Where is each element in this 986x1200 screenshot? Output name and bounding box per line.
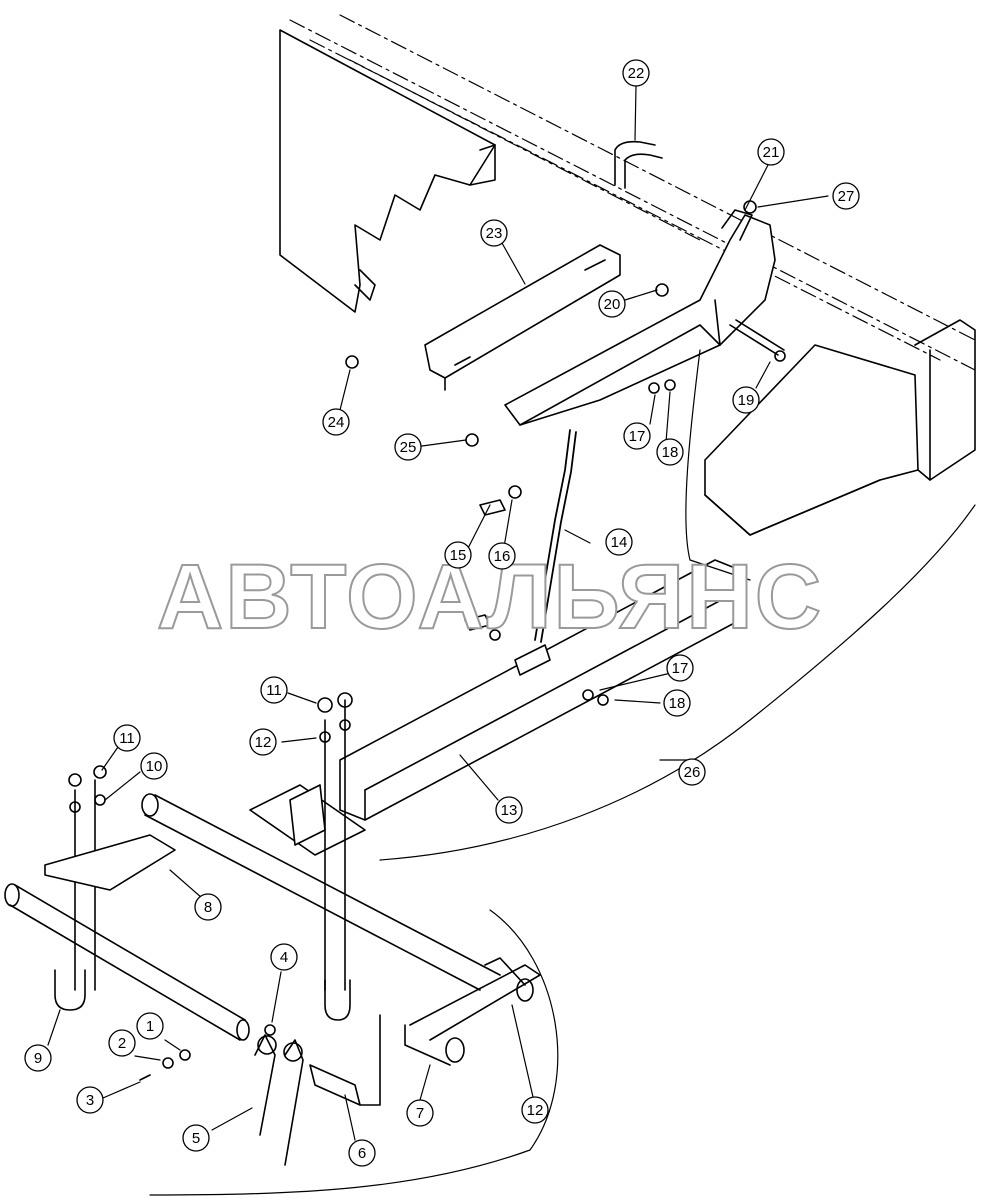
callout-13: 13 <box>495 796 523 824</box>
callout-18b: 18 <box>663 689 691 717</box>
callout-label: 5 <box>192 1130 200 1147</box>
callout-label: 17 <box>672 660 689 677</box>
callout-label: 11 <box>266 682 282 699</box>
swing-arm-13 <box>339 559 741 821</box>
u-bolts-9 <box>54 969 351 1021</box>
callout-label: 25 <box>400 439 417 456</box>
callout-label: 17 <box>629 428 646 445</box>
callout-11b: 11 <box>260 676 288 704</box>
callout-label: 9 <box>34 1050 42 1067</box>
callout-label: 18 <box>669 695 686 712</box>
callout-label: 26 <box>684 764 701 781</box>
callout-label: 19 <box>738 392 755 409</box>
callout-label: 22 <box>628 65 645 82</box>
callout-24: 24 <box>322 408 350 436</box>
callout-23: 23 <box>480 219 508 247</box>
callout-label: 1 <box>146 1018 154 1035</box>
callout-25: 25 <box>394 433 422 461</box>
callout-label: 20 <box>604 296 621 313</box>
outline-curves <box>149 349 976 1196</box>
callout-5: 5 <box>182 1124 210 1152</box>
callout-8: 8 <box>194 893 222 921</box>
bushing-6 <box>309 1014 381 1106</box>
callout-26: 26 <box>678 758 706 786</box>
watermark: АВТОАЛЬЯНС <box>157 546 823 648</box>
callout-27: 27 <box>832 182 860 210</box>
callout-label: 6 <box>358 1145 366 1162</box>
callout-label: 10 <box>146 758 163 775</box>
callout-9: 9 <box>24 1044 52 1072</box>
frame-rails <box>289 14 976 371</box>
callout-17b: 17 <box>666 654 694 682</box>
callout-label: 14 <box>611 534 628 551</box>
callout-11a: 11 <box>113 724 141 752</box>
callout-label: 4 <box>280 949 288 966</box>
callout-label: 13 <box>501 802 518 819</box>
callout-label: 11 <box>119 730 135 747</box>
callout-label: 16 <box>494 548 511 565</box>
callout-18a: 18 <box>656 438 684 466</box>
callout-3: 3 <box>76 1086 104 1114</box>
callout-1: 1 <box>136 1012 164 1040</box>
callout-14: 14 <box>605 528 633 556</box>
callout-label: 23 <box>486 225 503 242</box>
callout-label: 12 <box>527 1102 544 1119</box>
callout-label: 24 <box>328 414 345 431</box>
front-tube <box>4 883 250 1041</box>
callout-15: 15 <box>444 541 472 569</box>
callout-label: 12 <box>255 734 272 751</box>
pivot-7 <box>404 957 541 1066</box>
lower-step-plate <box>704 319 976 536</box>
callout-label: 3 <box>86 1092 94 1109</box>
callout-4: 4 <box>270 943 298 971</box>
springs-5 <box>254 1034 304 1166</box>
callout-19: 19 <box>732 386 760 414</box>
callout-label: 27 <box>838 188 855 205</box>
callout-16: 16 <box>488 542 516 570</box>
callout-label: 7 <box>416 1105 424 1122</box>
callout-10: 10 <box>140 752 168 780</box>
callout-20: 20 <box>598 290 626 318</box>
callout-label: 2 <box>118 1035 126 1052</box>
callout-21: 21 <box>757 138 785 166</box>
callout-17a: 17 <box>623 422 651 450</box>
callout-12b: 12 <box>521 1096 549 1124</box>
callout-label: 15 <box>450 547 467 564</box>
chain-14 <box>534 429 577 643</box>
bracket-23 <box>424 244 621 391</box>
upper-step-plate <box>279 29 496 313</box>
callout-12a: 12 <box>249 728 277 756</box>
callout-label: 21 <box>763 144 780 161</box>
hanger-bracket <box>504 209 776 426</box>
callout-label: 8 <box>204 899 212 916</box>
callout-7: 7 <box>406 1099 434 1127</box>
callout-22: 22 <box>622 59 650 87</box>
callout-label: 18 <box>662 444 679 461</box>
bracket-8 <box>44 834 176 891</box>
callout-6: 6 <box>348 1139 376 1167</box>
tube-12 <box>141 793 501 991</box>
callout-2: 2 <box>108 1029 136 1057</box>
bolt-19 <box>729 319 786 362</box>
u-bolt-22 <box>614 140 663 189</box>
